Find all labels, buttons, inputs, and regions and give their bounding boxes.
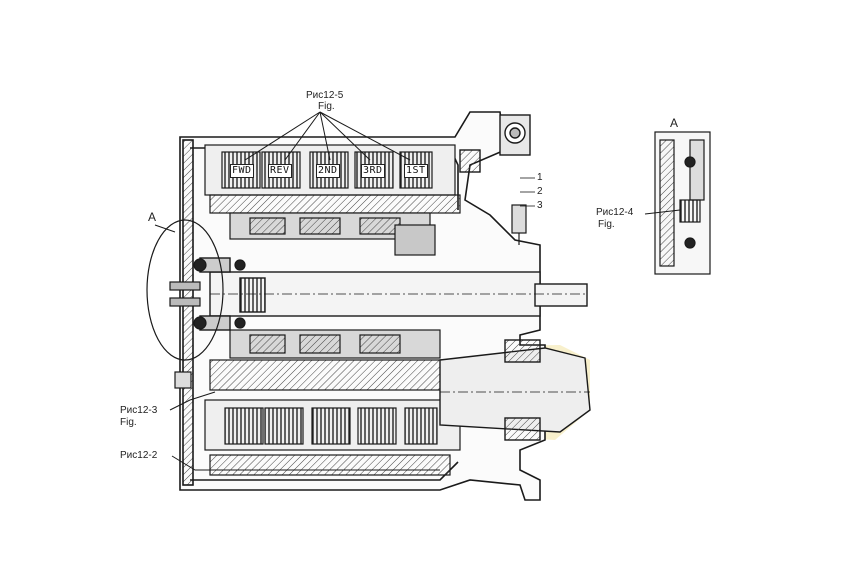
clutch-2nd-label: 2ND (316, 164, 340, 178)
clutch-rev-label: REV (268, 164, 292, 178)
input-bearings (169, 258, 246, 389)
clutch-1st-label: 1ST (404, 164, 428, 178)
fig12-5-leaders (244, 111, 411, 161)
output-shaft (439, 339, 591, 441)
part-number-1: 1 (537, 172, 543, 183)
part-number-3: 3 (537, 200, 543, 211)
mounting-boss (459, 114, 531, 173)
fig12-2-label: Рис12-2 (120, 450, 158, 461)
detail-a-inset-label: A (670, 116, 679, 130)
fig12-5-fig-label: Fig. (318, 101, 335, 112)
fig12-3-label: Рис12-3 (120, 405, 158, 416)
sensor-fitting (511, 177, 535, 245)
clutch-3rd-label: 3RD (361, 164, 385, 178)
bottom-leaders (169, 391, 440, 471)
fig12-4-fig-label: Fig. (598, 219, 615, 230)
clutch-packs-upper (204, 144, 461, 256)
fig12-3-fig-label: Fig. (120, 417, 137, 428)
detail-a-inset (644, 131, 711, 275)
fig12-4-label: Рис12-4 (596, 207, 634, 218)
part-number-2: 2 (537, 186, 543, 197)
detail-a-main-label: A (148, 210, 157, 224)
clutch-fwd-label: FWD (230, 164, 254, 178)
fig12-5-label: Рис12-5 (306, 90, 344, 101)
detail-a-marker (146, 219, 224, 361)
main-shaft (199, 257, 588, 331)
clutch-packs-lower (204, 329, 461, 476)
